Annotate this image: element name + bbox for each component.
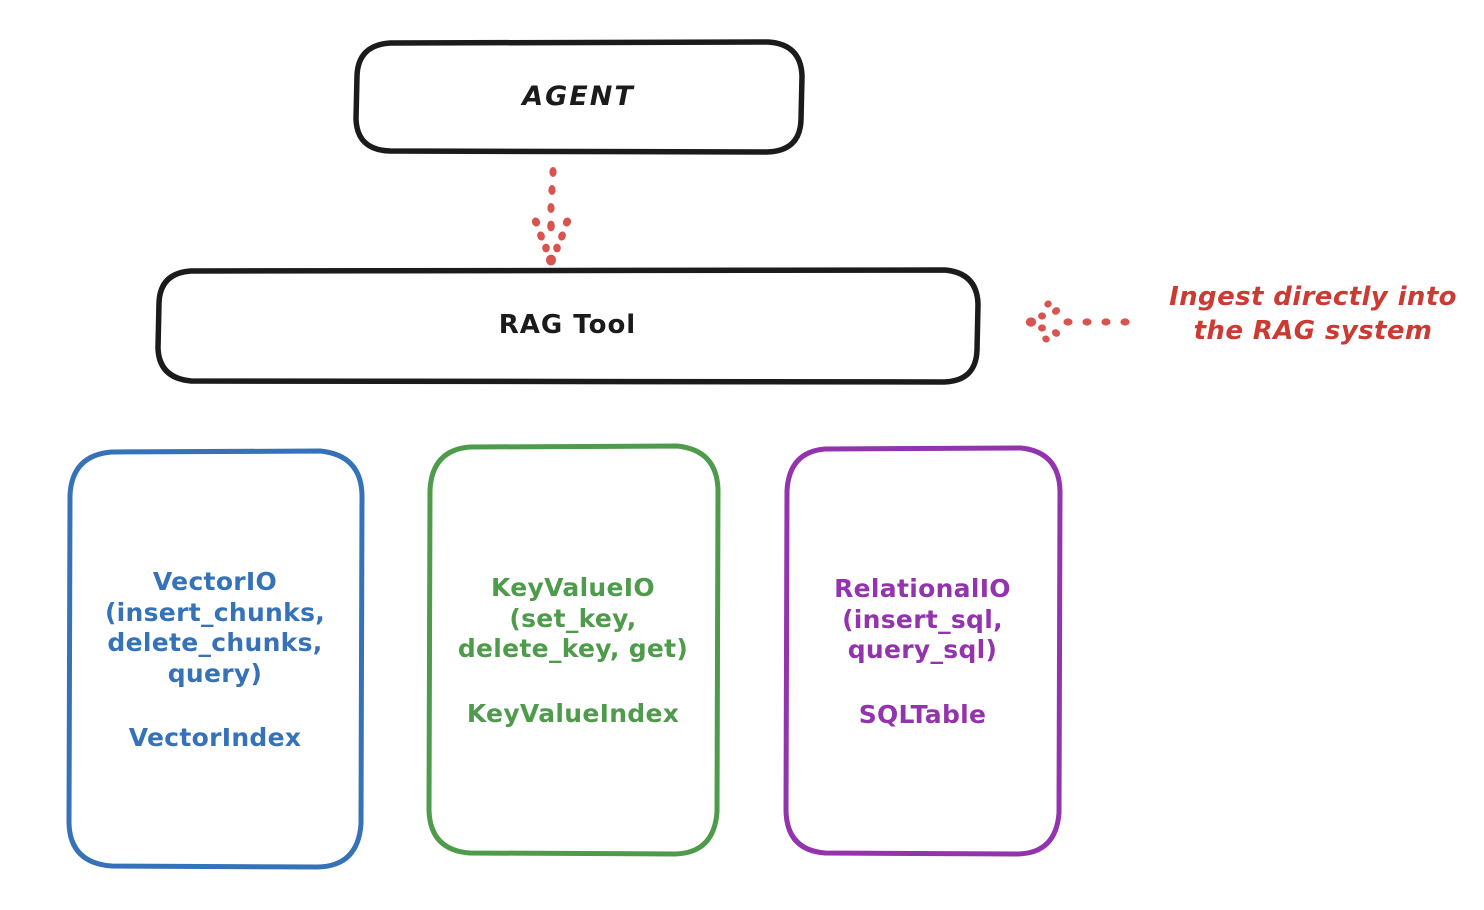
key-value-io-box[interactable]: KeyValueIO (set_key, delete_key, get) Ke… bbox=[428, 446, 718, 855]
agent-label: AGENT bbox=[522, 80, 635, 112]
relational-io-box[interactable]: RelationalIO (insert_sql, query_sql) SQL… bbox=[785, 448, 1060, 855]
key-value-index-label: KeyValueIndex bbox=[466, 698, 680, 728]
ingest-to-rag-arrow bbox=[1025, 300, 1130, 343]
ingest-annotation-text: Ingest directly into the RAG system bbox=[1169, 282, 1457, 347]
agent-box[interactable]: AGENT bbox=[355, 42, 802, 152]
rag-tool-label: RAG Tool bbox=[498, 310, 637, 341]
relational-io-label: RelationalIO (insert_sql, query_sql) bbox=[834, 574, 1011, 665]
vector-index-label: VectorIndex bbox=[128, 723, 302, 752]
vector-io-label: VectorIO (insert_chunks, delete_chunks, … bbox=[104, 567, 326, 688]
rag-tool-box[interactable]: RAG Tool bbox=[157, 270, 978, 382]
agent-to-rag-arrow bbox=[531, 167, 572, 266]
key-value-io-label: KeyValueIO (set_key, delete_key, get) bbox=[457, 573, 689, 664]
sql-table-label: SQLTable bbox=[858, 699, 987, 729]
vector-io-box[interactable]: VectorIO (insert_chunks, delete_chunks, … bbox=[68, 451, 362, 868]
